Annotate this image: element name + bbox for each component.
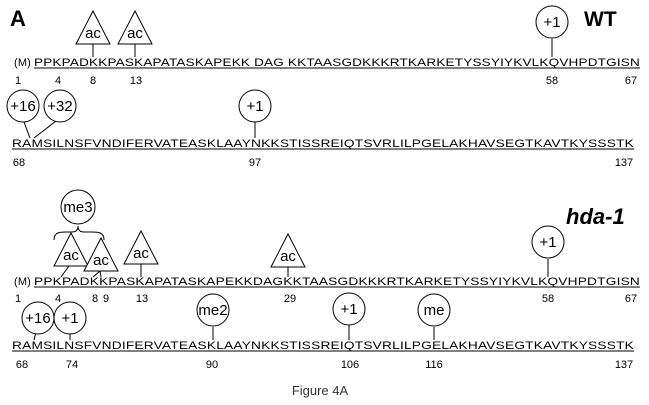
hda-pos-58: 58 bbox=[542, 293, 554, 305]
hda-me2-90-label: me2 bbox=[198, 302, 227, 319]
hda-pos-13: 13 bbox=[136, 293, 148, 305]
wt-line1-prefix: (M) bbox=[14, 57, 31, 69]
hda-plus1-106-label: +1 bbox=[340, 301, 357, 318]
wt-pos-4: 4 bbox=[55, 75, 61, 87]
hda-me-116-mark: me bbox=[417, 293, 451, 340]
hda-pos-68: 68 bbox=[16, 359, 28, 371]
wt-plus32-68-mark: +32 bbox=[33, 89, 77, 139]
hda-line2: RAMSILNSFVNDIFERVATEASKLAAYNKKSTISSREIQT… bbox=[12, 292, 635, 371]
hda-plus1-106-mark: +1 bbox=[332, 292, 366, 340]
hda-pos-90: 90 bbox=[206, 359, 218, 371]
wt-pos-97: 97 bbox=[249, 157, 261, 169]
wt-pos-137: 137 bbox=[615, 157, 633, 169]
hda-pos-29: 29 bbox=[284, 293, 296, 305]
hda-plus16-68-label: +16 bbox=[25, 310, 50, 327]
hda-1-label: hda-1 bbox=[566, 204, 625, 229]
hda-plus1-74-mark: +1 bbox=[53, 301, 87, 340]
hda-pos-4: 4 bbox=[55, 293, 61, 305]
wt-ac-8-label: ac bbox=[85, 25, 101, 42]
hda-pos-116: 116 bbox=[425, 359, 443, 371]
hda-ac-29-label: ac bbox=[280, 248, 296, 265]
panel-label: A bbox=[10, 6, 26, 31]
wt-plus1-58-mark: +1 bbox=[535, 5, 569, 57]
hda-plus1-74-label: +1 bbox=[61, 310, 78, 327]
hda-line1-prefix: (M) bbox=[14, 276, 31, 288]
hda-pos-74: 74 bbox=[66, 359, 78, 371]
wt-pos-58: 58 bbox=[546, 75, 558, 87]
hda-line1: (M) PPKPADKKPASKAPATASKAPEKKDAGKKTAASGDK… bbox=[14, 189, 640, 305]
hda-ac-4-label: ac bbox=[63, 247, 79, 264]
hda-pos-8: 8 bbox=[92, 293, 98, 305]
wt-label: WT bbox=[584, 8, 617, 31]
hda-ac-13-mark: ac bbox=[123, 229, 159, 277]
hda-pos-1: 1 bbox=[15, 293, 21, 305]
wt-plus1-58-label: +1 bbox=[543, 14, 560, 31]
hda-ac-13-label: ac bbox=[133, 245, 149, 262]
figure-caption: Figure 4A bbox=[292, 383, 349, 398]
hda-plus16-68-mark: +16 bbox=[21, 301, 55, 341]
wt-pos-1: 1 bbox=[15, 75, 21, 87]
wt-line1: (M) PPKPADKKPASKAPATASKAPEKK DAG KKTAASG… bbox=[14, 5, 640, 87]
hda-pos-9: 9 bbox=[103, 293, 109, 305]
hda-pos-106: 106 bbox=[341, 359, 359, 371]
wt-plus1-97-mark: +1 bbox=[238, 89, 272, 138]
hda-pos-137: 137 bbox=[615, 359, 633, 371]
hda-plus1-58-mark: +1 bbox=[531, 225, 565, 277]
hda-pos-67: 67 bbox=[625, 293, 637, 305]
wt-pos-8: 8 bbox=[90, 75, 96, 87]
wt-line2-sequence: RAMSILNSFVNDIFERVATEASKLAAYNKKSTISSREIQT… bbox=[12, 138, 635, 150]
hda-line1-sequence: PPKPADKKPASKAPATASKAPEKKDAGKKTAASGDKKKRT… bbox=[34, 276, 640, 288]
wt-line2: RAMSILNSFVNDIFERVATEASKLAAYNKKSTISSREIQT… bbox=[6, 89, 635, 169]
wt-pos-68: 68 bbox=[13, 157, 25, 169]
wt-ac-13-mark: ac bbox=[117, 9, 153, 57]
hda-line2-sequence: RAMSILNSFVNDIFERVATEASKLAAYNKKSTISSREIQT… bbox=[12, 340, 635, 352]
hda-ac-29-mark: ac bbox=[270, 232, 306, 277]
hda-me-116-label: me bbox=[424, 302, 445, 319]
wt-pos-13: 13 bbox=[130, 75, 142, 87]
hda-me3-mark: me3 bbox=[53, 189, 105, 241]
hda-ac-4-mark: ac bbox=[53, 231, 89, 278]
hda-ac-9-label: ac bbox=[93, 252, 109, 269]
wt-ac-13-label: ac bbox=[127, 25, 143, 42]
wt-plus32-68-label: +32 bbox=[47, 98, 72, 115]
hda-me3-label: me3 bbox=[63, 199, 92, 216]
hda-me2-90-mark: me2 bbox=[196, 293, 230, 340]
hda-plus1-58-label: +1 bbox=[539, 234, 556, 251]
wt-plus1-97-label: +1 bbox=[246, 98, 263, 115]
wt-plus16-68-label: +16 bbox=[10, 98, 35, 115]
wt-pos-67: 67 bbox=[625, 75, 637, 87]
hda-ac-9-mark: ac bbox=[83, 236, 119, 278]
wt-line1-sequence: PPKPADKKPASKAPATASKAPEKK DAG KKTAASGDKKK… bbox=[34, 57, 640, 69]
hda-me3-bracket bbox=[53, 225, 105, 241]
wt-ac-8-mark: ac bbox=[75, 9, 111, 57]
wt-plus16-68-mark: +16 bbox=[6, 89, 40, 139]
